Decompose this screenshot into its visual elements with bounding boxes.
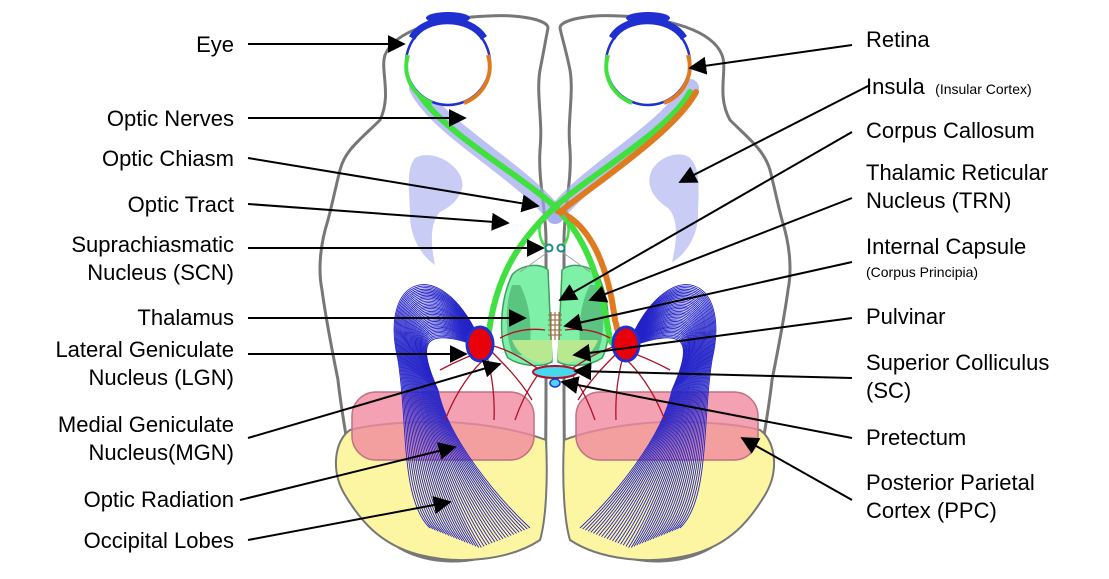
label-optic-chiasm: Optic Chiasm — [102, 146, 234, 171]
pretectum-body — [550, 379, 560, 387]
label-trn-line2: Nucleus (TRN) — [866, 188, 1011, 213]
label-scn-line2: Nucleus (SCN) — [87, 260, 234, 285]
label-retina: Retina — [866, 27, 930, 52]
label-thalamus: Thalamus — [137, 305, 234, 330]
left-lgn — [467, 327, 493, 361]
label-corpus-callosum: Corpus Callosum — [866, 118, 1035, 143]
label-internal-capsule-sub: (Corpus Principia) — [866, 264, 978, 280]
label-ppc-line1: Posterior Parietal — [866, 470, 1035, 495]
label-sc-line2: (SC) — [866, 378, 911, 403]
right-lgn — [613, 327, 639, 361]
label-occipital-lobes: Occipital Lobes — [84, 528, 234, 553]
label-ppc-line2: Cortex (PPC) — [866, 498, 997, 523]
label-pretectum: Pretectum — [866, 425, 966, 450]
label-optic-radiation: Optic Radiation — [84, 487, 234, 512]
label-optic-nerves: Optic Nerves — [107, 106, 234, 131]
label-mgn-line1: Medial Geniculate — [58, 412, 234, 437]
label-eye: Eye — [196, 32, 234, 57]
label-insula-main: Insula — [866, 74, 925, 99]
sc-body — [533, 366, 577, 378]
label-insula-sub: (Insular Cortex) — [935, 81, 1031, 97]
label-sc-line1: Superior Colliculus — [866, 350, 1049, 375]
label-lgn-line1: Lateral Geniculate — [55, 337, 234, 362]
label-internal-capsule: Internal Capsule — [866, 234, 1026, 259]
label-lgn-line2: Nucleus (LGN) — [89, 365, 234, 390]
label-trn-line1: Thalamic Reticular — [866, 160, 1048, 185]
scn-right-nucleus — [558, 245, 565, 252]
scn-left-nucleus — [546, 245, 553, 252]
label-optic-tract: Optic Tract — [128, 192, 234, 217]
left-labels: Eye Optic Nerves Optic Chiasm Optic Trac… — [55, 32, 234, 553]
label-mgn-line2: Nucleus(MGN) — [89, 440, 234, 465]
label-pulvinar: Pulvinar — [866, 304, 945, 329]
right-labels: Retina Insula (Insular Cortex) Corpus Ca… — [866, 27, 1049, 523]
label-scn-line1: Suprachiasmatic — [71, 232, 234, 257]
label-insula: Insula (Insular Cortex) — [866, 74, 1032, 99]
